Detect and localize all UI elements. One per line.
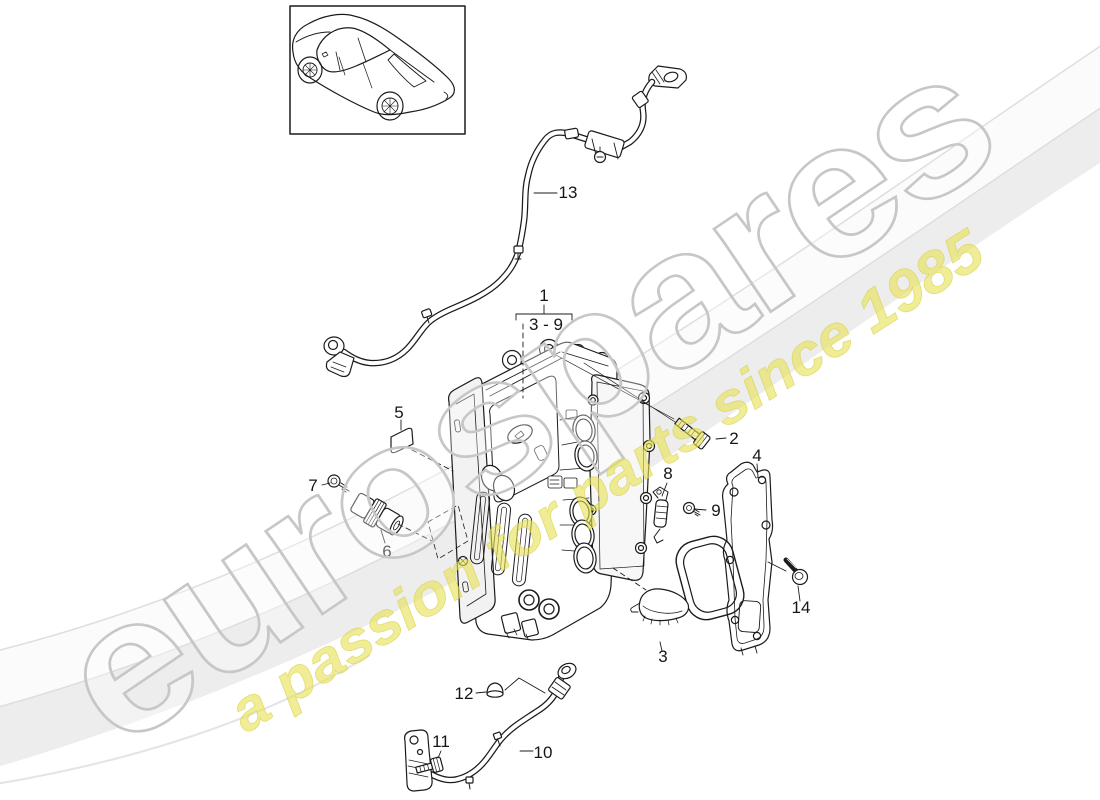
callout-2[interactable]: 2 (729, 429, 738, 448)
callout-labels: 1 3 - 9 2 3 4 5 6 7 8 9 10 11 12 13 14 (308, 183, 810, 762)
watermark-brand-text: eurospares (22, 12, 1028, 786)
cable-13-drawing (323, 65, 687, 378)
part-12-cap (486, 682, 504, 698)
watermark: eurospares a passion for parts since 198… (21, 11, 1029, 788)
car-thumbnail (289, 5, 466, 135)
gasket-loop (675, 535, 745, 621)
part-7-screw (327, 474, 350, 493)
callout-7[interactable]: 7 (308, 476, 317, 495)
cable-10-clip-2 (492, 731, 503, 747)
part-4-cover (721, 461, 774, 656)
part-6-plug (350, 492, 404, 536)
callout-3-9[interactable]: 3 - 9 (529, 315, 563, 334)
cable-13-clip-2 (421, 308, 433, 324)
part-3-cap (630, 588, 690, 626)
part-2-bolt (674, 417, 711, 450)
callout-8[interactable]: 8 (663, 464, 672, 483)
leader-lines (321, 192, 801, 759)
callout-3[interactable]: 3 (658, 647, 667, 666)
cable-10-drawing (404, 662, 577, 792)
cable-10-end-lug (404, 729, 433, 792)
cable-13-clip (513, 245, 524, 260)
callout-4[interactable]: 4 (752, 446, 761, 465)
callout-10[interactable]: 10 (534, 743, 553, 762)
callout-9[interactable]: 9 (711, 501, 720, 520)
part-11-bolt (415, 756, 444, 774)
part-14-screw (783, 557, 809, 586)
callout-14[interactable]: 14 (792, 598, 811, 617)
cable-10-terminal (548, 662, 577, 700)
callout-11[interactable]: 11 (432, 732, 450, 751)
part-5-label-plate (390, 427, 414, 454)
callout-1[interactable]: 1 (539, 286, 548, 305)
main-unit-drawing (447, 338, 656, 641)
cable-13-end-lug (323, 336, 355, 378)
cable-10-clip (465, 776, 474, 790)
car-outline-icon (291, 13, 455, 121)
cable-13-inline-connector (584, 130, 625, 164)
callout-5[interactable]: 5 (394, 403, 403, 422)
callout-12[interactable]: 12 (455, 684, 474, 703)
part-8-sensor (652, 486, 669, 544)
callout-13[interactable]: 13 (559, 183, 578, 202)
callout-6[interactable]: 6 (382, 542, 391, 561)
